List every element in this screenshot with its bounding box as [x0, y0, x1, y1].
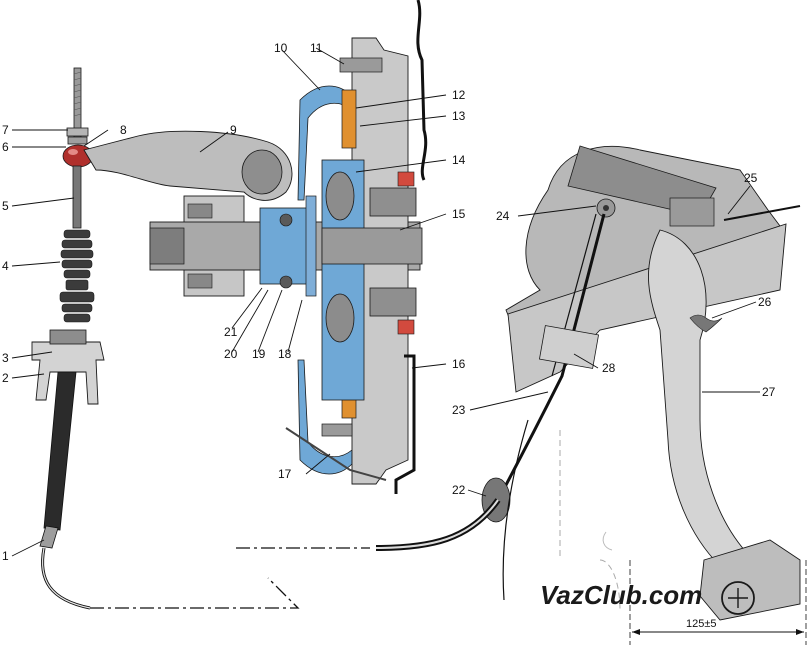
- callout-7: 7: [2, 123, 9, 137]
- callout-3: 3: [2, 351, 9, 365]
- dimension-label: 125±5: [686, 618, 717, 630]
- watermark-text: VazClub.com: [540, 580, 702, 610]
- callout-22: 22: [452, 483, 466, 497]
- callout-14: 14: [452, 153, 466, 167]
- callout-9: 9: [230, 123, 237, 137]
- callout-23: 23: [452, 403, 466, 417]
- clutch-fork: [83, 130, 293, 201]
- callout-4: 4: [2, 259, 9, 273]
- callout-25: 25: [744, 171, 758, 185]
- callout-17: 17: [278, 467, 292, 481]
- callout-13: 13: [452, 109, 466, 123]
- callout-8: 8: [120, 123, 127, 137]
- callout-26: 26: [758, 295, 772, 309]
- callout-18: 18: [278, 347, 292, 361]
- callout-28: 28: [602, 361, 616, 375]
- callout-1: 1: [2, 549, 9, 563]
- pedal-assembly: [375, 145, 801, 621]
- callout-20: 20: [224, 347, 238, 361]
- watermark: VazClub.com: [540, 580, 755, 615]
- clutch-pressure-plate: [285, 0, 428, 494]
- callout-19: 19: [252, 347, 266, 361]
- callout-24: 24: [496, 209, 510, 223]
- callout-labels: 1 2 3 4 5 6 7 8 9 10 11 12 13 14 15 16 1…: [2, 41, 776, 563]
- leader-lines: [11, 47, 760, 557]
- callout-16: 16: [452, 357, 466, 371]
- callout-10: 10: [274, 41, 288, 55]
- callout-2: 2: [2, 371, 9, 385]
- callout-11: 11: [310, 41, 323, 55]
- callout-5: 5: [2, 199, 9, 213]
- callout-6: 6: [2, 140, 9, 154]
- callout-21: 21: [224, 325, 238, 339]
- callout-15: 15: [452, 207, 466, 221]
- callout-12: 12: [452, 88, 466, 102]
- dimension-125: 125±5: [629, 560, 807, 645]
- callout-27: 27: [762, 385, 776, 399]
